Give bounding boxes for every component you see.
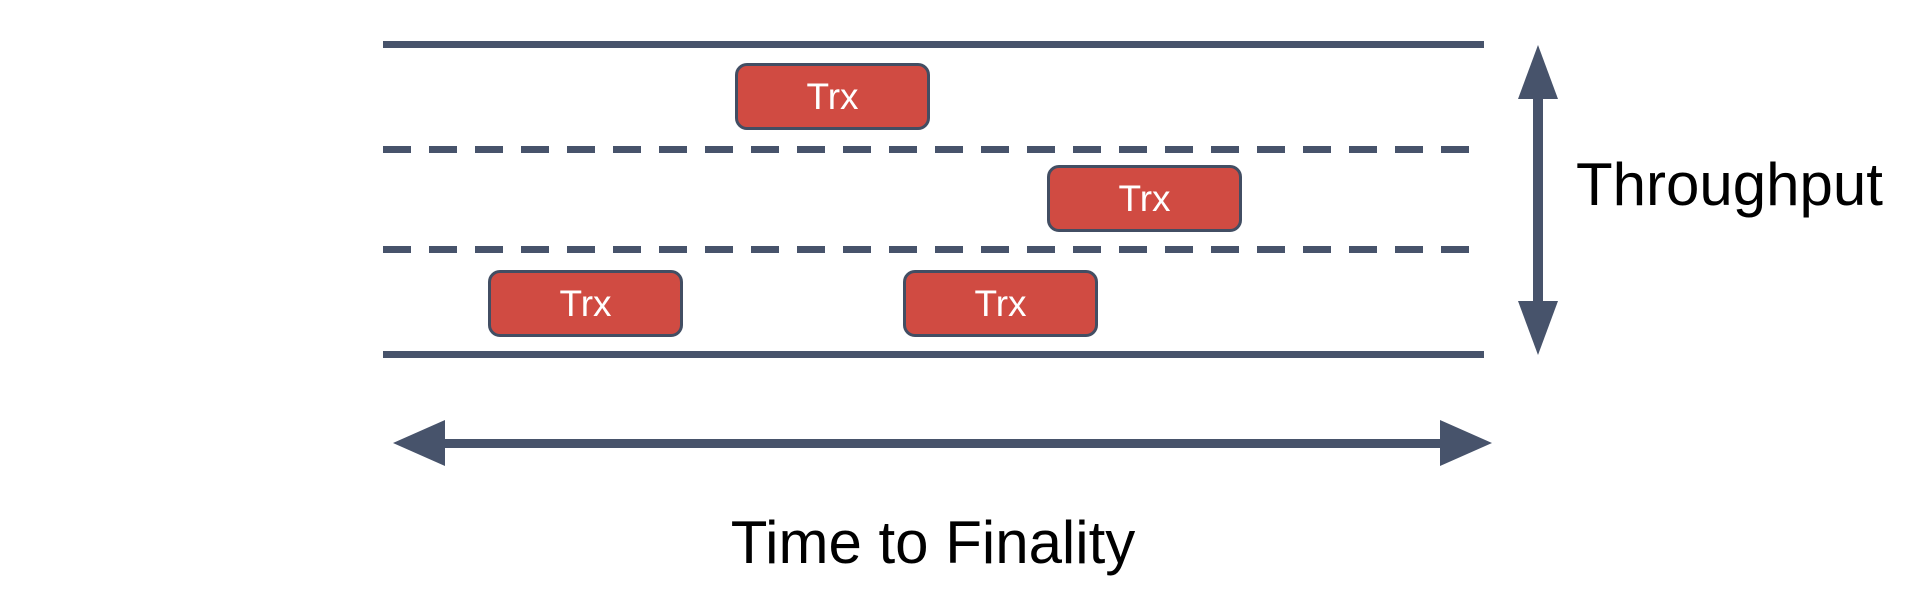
trx-label: Trx — [974, 283, 1027, 324]
trx-label: Trx — [806, 76, 859, 117]
throughput-label: Throughput — [1576, 151, 1883, 218]
lane-boundary-bottom — [383, 351, 1484, 358]
trx-box: Trx — [903, 270, 1098, 337]
time-arrow-shaft — [441, 439, 1443, 448]
trx-box: Trx — [488, 270, 683, 337]
trx-box: Trx — [735, 63, 930, 130]
arrow-up-icon — [1518, 45, 1558, 99]
arrow-down-icon — [1518, 301, 1558, 355]
lane-divider-lower — [383, 246, 1484, 253]
trx-label: Trx — [559, 283, 612, 324]
lane-boundary-top — [383, 41, 1484, 48]
time-to-finality-label: Time to Finality — [730, 509, 1136, 576]
arrow-right-icon — [1440, 420, 1492, 466]
trx-box: Trx — [1047, 165, 1242, 232]
lane-divider-upper — [383, 146, 1484, 153]
arrow-left-icon — [393, 420, 445, 466]
throughput-arrow-shaft — [1533, 96, 1543, 307]
trx-label: Trx — [1118, 178, 1171, 219]
